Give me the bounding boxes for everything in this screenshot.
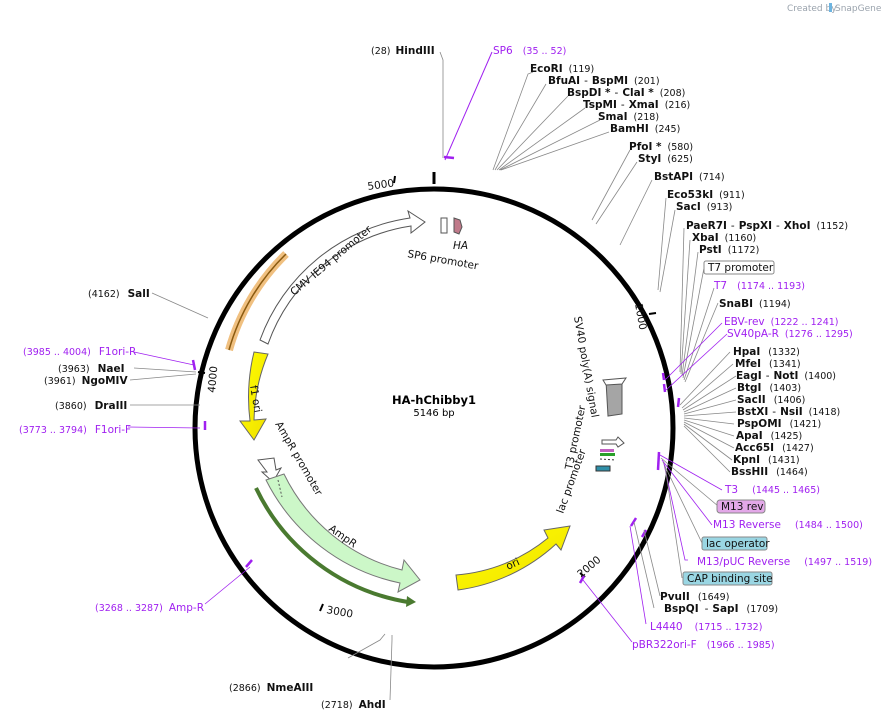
- site-btgi[interactable]: BtgI(1403): [737, 382, 801, 394]
- site-kpni[interactable]: KpnI(1431): [733, 454, 800, 466]
- site-bspdi[interactable]: BspDI *-ClaI *(208): [567, 87, 685, 99]
- site-ecori[interactable]: EcoRI(119): [530, 63, 594, 75]
- site-pvuii[interactable]: PvuII(1649): [660, 591, 729, 603]
- site-bstxi[interactable]: BstXI-NsiI(1418): [737, 406, 840, 418]
- site-draiii[interactable]: (3860)DraIII: [55, 400, 127, 412]
- plasmid-name: HA-hChibby1: [392, 393, 476, 407]
- f1-ori-label: f1 ori: [247, 384, 264, 413]
- lac-promoter-mark: [599, 458, 616, 461]
- cmv-orange-band-line: [228, 253, 287, 351]
- site-saci[interactable]: SacI(913): [676, 201, 732, 213]
- snapgene-logo-icon: [829, 3, 832, 12]
- lac-operator-box[interactable]: [701, 536, 768, 551]
- sv40-polya-box[interactable]: [605, 379, 623, 417]
- site-hpai[interactable]: HpaI(1332): [733, 346, 800, 358]
- site-bsshii[interactable]: BssHII(1464): [731, 466, 808, 478]
- site-nmeaiii[interactable]: (2866)NmeAIII: [229, 682, 313, 694]
- plasmid-length: 5146 bp: [413, 408, 454, 419]
- tick-5000: [393, 175, 396, 184]
- tick-label-4000: 4000: [206, 366, 220, 394]
- t7-promoter-box[interactable]: [703, 260, 775, 275]
- site-pfoi[interactable]: PfoI *(580): [629, 141, 693, 153]
- tick-4000: [197, 371, 206, 374]
- site-xbai[interactable]: XbaI(1160): [692, 232, 756, 244]
- primer-f1ori-r[interactable]: (3985 .. 4004)F1ori-R: [23, 346, 136, 358]
- tick-1000: [648, 312, 657, 315]
- cmv-promoter-label: CMV IE94 promoter: [288, 223, 374, 298]
- site-apai[interactable]: ApaI(1425): [736, 430, 802, 442]
- ampr-dark-track-head: [406, 596, 416, 607]
- primer-t3[interactable]: T3(1445 .. 1465): [724, 484, 820, 496]
- snapgene-credit: Created by SnapGene: [787, 3, 882, 14]
- site-mfei[interactable]: MfeI(1341): [735, 358, 801, 370]
- lac-operator-mark: [600, 453, 615, 456]
- primer-m13-puc-reverse[interactable]: M13/pUC Reverse(1497 .. 1519): [697, 556, 872, 568]
- cap-binding-site-box[interactable]: [682, 571, 773, 586]
- site-tspmi[interactable]: TspMI-XmaI(216): [583, 99, 690, 111]
- lac-operator-label: lac operator: [706, 538, 770, 550]
- site-naei[interactable]: (3963)NaeI: [58, 363, 125, 375]
- tick-label-2000: 2000: [575, 554, 603, 580]
- ampr-arrow[interactable]: [265, 473, 421, 593]
- ha-tag-box[interactable]: [453, 217, 463, 235]
- tick-3000: [319, 603, 324, 612]
- tick-label-1000: 1000: [632, 302, 648, 330]
- primer-sp6[interactable]: SP6(35 .. 52): [493, 45, 566, 57]
- svg-text:SnapGene: SnapGene: [835, 4, 882, 14]
- m13-rev-label: M13 rev: [721, 501, 764, 513]
- site-psti[interactable]: PstI(1172): [699, 244, 759, 256]
- site-bstapi[interactable]: BstAPI(714): [654, 171, 725, 183]
- ori-arrow[interactable]: [455, 525, 571, 591]
- primer-amp-r[interactable]: (3268 .. 3287)Amp-R: [95, 602, 204, 614]
- t3-promoter-arrow[interactable]: [601, 436, 625, 448]
- cap-site-mark: [595, 465, 611, 472]
- primer-pbr322ori-f[interactable]: pBR322ori-F(1966 .. 1985): [632, 639, 775, 651]
- ampr-marker: [277, 479, 283, 498]
- primer-t7[interactable]: T7(1174 .. 1193): [713, 280, 805, 292]
- site-acc65i[interactable]: Acc65I(1427): [735, 442, 814, 454]
- sp6-promoter-label: SP6 promoter: [406, 248, 479, 272]
- site-hindiii[interactable]: (28)HindIII: [371, 45, 435, 57]
- site-sali[interactable]: (4162)SalI: [88, 288, 150, 300]
- tick-label-5000: 5000: [367, 177, 395, 193]
- cap-binding-site-label: CAP binding site: [687, 573, 773, 585]
- sv40-label: SV40 poly(A) signal: [571, 315, 601, 418]
- primer-m13-reverse[interactable]: M13 Reverse(1484 .. 1500): [713, 519, 863, 531]
- t7-promoter-label: T7 promoter: [707, 262, 774, 274]
- primer-marks: [191, 155, 681, 584]
- site-ahdi[interactable]: (2718)AhdI: [321, 699, 386, 711]
- ha-label: HA: [453, 240, 468, 252]
- site-snabi[interactable]: SnaBI(1194): [719, 298, 791, 310]
- primer-f1ori-f[interactable]: (3773 .. 3794)F1ori-F: [19, 424, 131, 436]
- leader-lines: [127, 51, 737, 701]
- site-eco53ki[interactable]: Eco53kI(911): [667, 189, 745, 201]
- primer-sv40pa-r[interactable]: SV40pA-R(1276 .. 1295): [727, 328, 853, 340]
- primer-ebv-rev[interactable]: EBV-rev(1222 .. 1241): [724, 316, 839, 328]
- ampr-dark-track: [254, 487, 409, 604]
- f1-ori-arrow[interactable]: [239, 351, 269, 441]
- site-eagi[interactable]: EagI-NotI(1400): [736, 370, 836, 382]
- tick-label-3000: 3000: [325, 604, 353, 620]
- site-ngomiv[interactable]: (3961)NgoMIV: [44, 375, 128, 387]
- svg-text:Created by: Created by: [787, 4, 837, 14]
- site-styi[interactable]: StyI(625): [638, 153, 693, 165]
- m13-rev-box[interactable]: [716, 499, 766, 514]
- cmv-promoter-arrow[interactable]: [259, 209, 426, 345]
- position-ticks: [197, 172, 657, 612]
- m13-rev-mark: [600, 449, 614, 452]
- sp6-promoter-box[interactable]: [440, 217, 448, 234]
- site-bamhi[interactable]: BamHI(245): [610, 123, 680, 135]
- ori-label: ori: [504, 556, 521, 573]
- site-smai[interactable]: SmaI(218): [598, 111, 659, 123]
- ampr-promoter-arrow[interactable]: [257, 457, 283, 483]
- site-bfuai[interactable]: BfuAI-BspMI(201): [548, 75, 660, 87]
- sv40-polya-arrowhead: [602, 377, 627, 386]
- primer-l4440[interactable]: L4440(1715 .. 1732): [650, 621, 762, 633]
- site-sacii[interactable]: SacII(1406): [737, 394, 805, 406]
- site-pspomi[interactable]: PspOMI(1421): [737, 418, 821, 430]
- site-bspqi[interactable]: BspQI-SapI(1709): [664, 603, 778, 615]
- site-paer7i[interactable]: PaeR7I-PspXI-XhoI(1152): [686, 220, 848, 232]
